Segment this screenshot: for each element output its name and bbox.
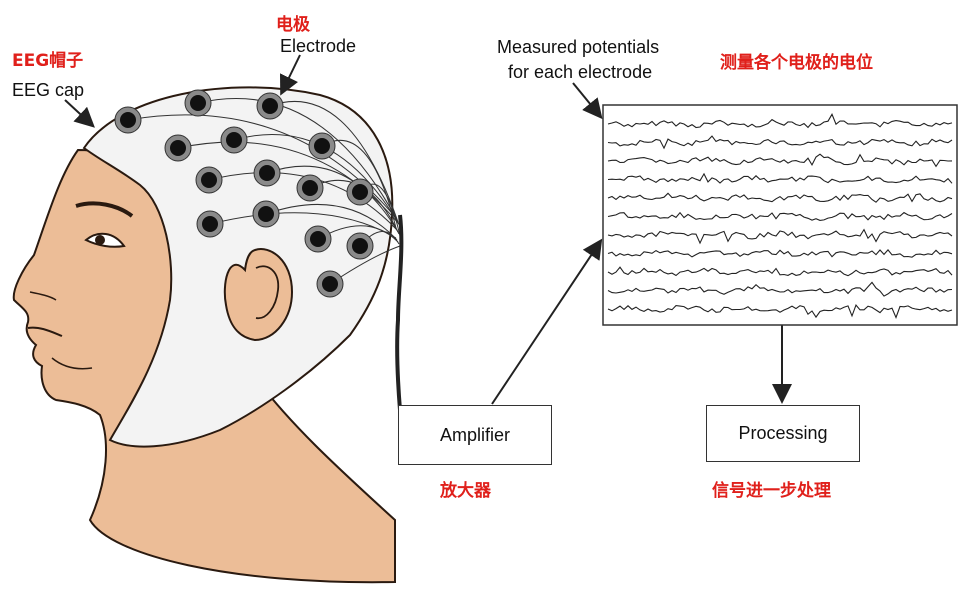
arrow-to-cap: [64, 99, 95, 128]
electrode-wire: [269, 101, 399, 223]
electrode: [302, 180, 318, 196]
eye-pupil: [95, 235, 105, 245]
eeg-trace: [607, 172, 953, 184]
electrode: [202, 216, 218, 232]
arrow-to-signals-label: [572, 82, 603, 120]
amplifier-label-cn: 放大器: [440, 481, 491, 501]
eyebrow: [75, 201, 134, 218]
ear: [223, 248, 294, 342]
eeg-traces: [607, 113, 953, 319]
electrode-label-cn: 电极: [276, 15, 310, 35]
electrode: [352, 238, 368, 254]
electrode-wire: [177, 141, 400, 225]
electrode-wire: [197, 98, 398, 221]
electrode: [190, 95, 206, 111]
electrode: [352, 184, 368, 200]
electrode: [226, 132, 242, 148]
amplifier-box: Amplifier: [398, 405, 552, 465]
eeg-cap-label: EEG cap: [12, 80, 85, 100]
electrode: [120, 112, 136, 128]
electrode: [310, 231, 326, 247]
electrode: [259, 165, 275, 181]
eeg-trace: [607, 113, 953, 129]
electrode-wire: [265, 204, 398, 241]
eeg-cap-label-cn: EEG帽子: [12, 51, 84, 71]
eeg-trace: [607, 281, 953, 297]
eeg-trace: [607, 228, 953, 245]
measured-label-cn: 测量各个电极的电位: [720, 53, 873, 73]
chin-line: [51, 357, 93, 370]
eeg-trace: [607, 153, 953, 168]
measured-label-line2: for each electrode: [508, 62, 653, 82]
eeg-trace: [607, 304, 953, 319]
mouth: [27, 326, 63, 337]
electrode-label: Electrode: [280, 36, 357, 56]
measured-label-line1: Measured potentials: [497, 37, 660, 57]
eeg-trace: [607, 211, 953, 221]
electrode: [262, 98, 278, 114]
electrode: [314, 138, 330, 154]
ear-inner: [255, 265, 280, 320]
electrodes-group: [114, 89, 374, 298]
electrode-wire: [266, 165, 399, 233]
processing-label-cn: 信号进一步处理: [712, 481, 831, 501]
nose-line: [29, 291, 57, 301]
cable-to-amplifier: [395, 214, 404, 411]
electrode: [322, 276, 338, 292]
eeg-trace: [607, 192, 953, 203]
eeg-trace: [607, 249, 953, 258]
electrode: [258, 206, 274, 222]
arrow-to-electrode: [280, 54, 301, 96]
processing-label: Processing: [738, 423, 828, 443]
processing-box: Processing: [706, 405, 860, 462]
electrode: [201, 172, 217, 188]
eeg-trace: [607, 135, 953, 150]
electrode: [170, 140, 186, 156]
eeg-trace: [607, 266, 953, 277]
amplifier-label: Amplifier: [439, 424, 510, 445]
eye: [84, 232, 126, 248]
arrow-amplifier-to-signals: [491, 238, 603, 405]
